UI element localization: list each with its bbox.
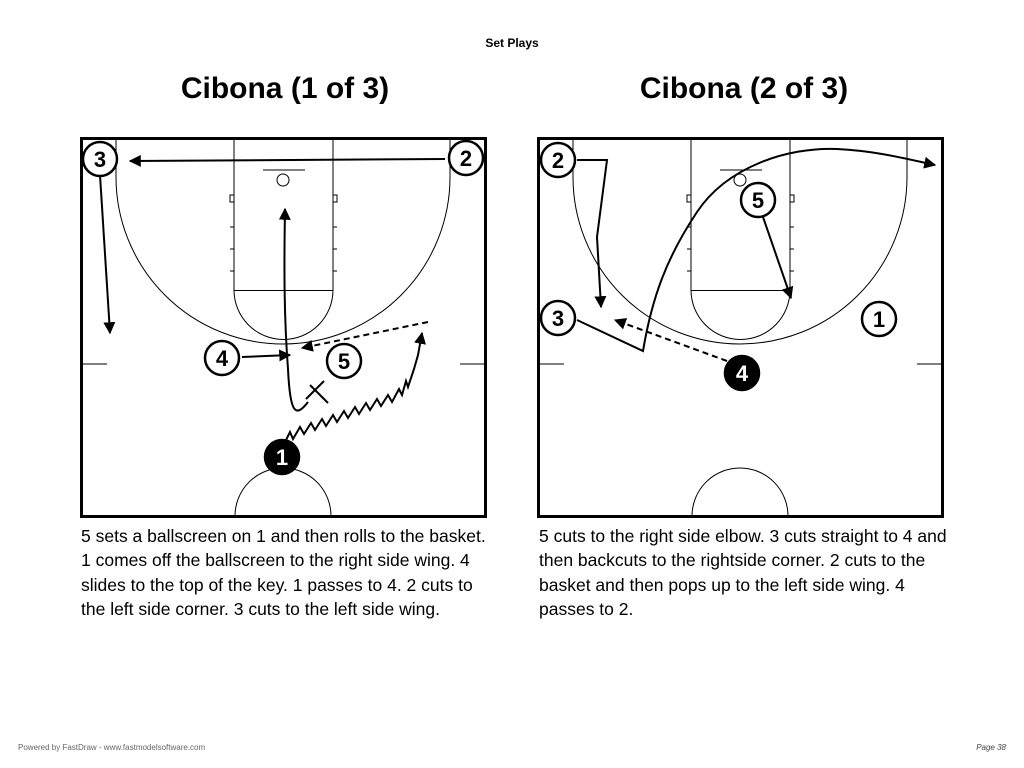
cut-3-to-wing [99,174,116,335]
player-label: 5 [752,188,764,213]
page-header: Set Plays [485,36,539,50]
player-3: 3 [539,299,577,337]
cut-5-to-elbow [762,216,794,300]
player-2: 2 [447,139,485,177]
play-1-title: Cibona (1 of 3) [180,72,390,105]
player-1: 1 [860,300,898,338]
court-diagram-1: 3 2 4 5 1 [80,137,487,518]
cut-2-to-corner [128,154,446,167]
player-1-ball-handler: 1 [263,438,301,476]
player-4-ball-handler: 4 [723,354,761,392]
player-label: 1 [873,307,885,332]
player-5: 5 [739,181,777,219]
player-label: 2 [552,148,564,173]
powered-by-link[interactable]: Powered by FastDraw - www.fastmodelsoftw… [18,743,206,752]
screen-5 [305,380,329,404]
play-2-description: 5 cuts to the right side elbow. 3 cuts s… [539,526,947,619]
slide-4-to-top [241,349,292,362]
player-5: 5 [325,342,363,380]
court-lines [537,137,944,518]
court-diagram-2: 2 5 3 1 4 [537,137,944,518]
page-number: Page 38 [976,743,1006,752]
movement-lines [576,147,937,362]
roll-5-to-basket [278,207,309,412]
movement-lines [99,154,446,443]
play-2-title: Cibona (2 of 3) [639,72,849,105]
player-label: 5 [338,349,350,374]
play-1-description: 5 sets a ballscreen on 1 and then rolls … [81,526,486,619]
player-label: 4 [736,361,749,386]
player-label: 3 [94,147,106,172]
player-3: 3 [81,140,119,178]
pass-1-to-4 [300,321,429,352]
player-label: 2 [460,146,472,171]
court-lines [80,137,487,518]
cut-3-then-backcut [576,147,937,353]
player-label: 3 [552,306,564,331]
player-2: 2 [539,141,577,179]
player-label: 1 [276,445,288,470]
cut-2-to-basket-and-pop [577,159,609,309]
player-4: 4 [203,339,241,377]
dribble-1-to-wing [284,331,426,443]
pass-4-to-2 [613,318,728,362]
player-label: 4 [216,346,229,371]
